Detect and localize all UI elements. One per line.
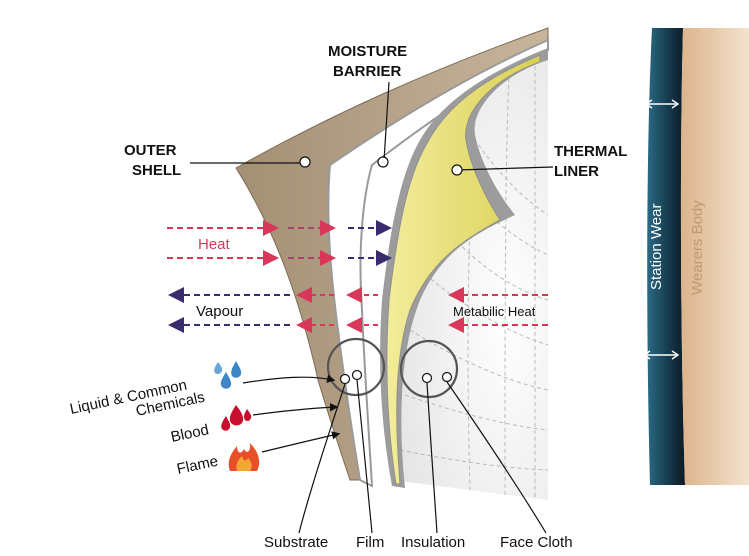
liquid-drops-icon <box>214 361 242 389</box>
metabolic-heat-label: Metabilic Heat <box>453 304 536 319</box>
flame-icon <box>228 443 260 471</box>
station-wear-gap-arrows <box>642 99 680 360</box>
flame-label: Flame <box>175 453 219 478</box>
blood-drops-icon <box>221 405 252 431</box>
vapour-label: Vapour <box>196 303 243 320</box>
barrier-detail-circle <box>326 337 386 397</box>
film-marker <box>351 369 363 381</box>
moisture-barrier-title-1: MOISTURE <box>328 43 407 60</box>
moisture-barrier-title-2: BARRIER <box>333 63 402 80</box>
insulation-label: Insulation <box>401 534 465 551</box>
outer-shell-title-2: SHELL <box>132 162 181 179</box>
face-cloth-label: Face Cloth <box>500 534 573 551</box>
station-wear-label: Station Wear <box>648 204 665 290</box>
component-leaders <box>298 379 547 534</box>
wearers-body-label: Wearers Body <box>689 200 706 295</box>
thermal-liner-title-2: LINER <box>554 163 599 180</box>
hazard-arrows <box>242 374 341 453</box>
vapour-arrows-mid <box>296 287 378 333</box>
face-cloth-marker <box>441 371 453 383</box>
thermal-liner-marker <box>451 164 463 176</box>
liner-detail-circle <box>399 339 459 399</box>
wearers-body-layer <box>680 28 749 485</box>
layer-callouts <box>190 81 554 171</box>
heat-label: Heat <box>198 236 231 253</box>
moisture-barrier-marker <box>377 156 389 168</box>
metabolic-heat-arrows <box>448 287 548 333</box>
insulation-marker <box>421 372 433 384</box>
outer-shell-title-1: OUTER <box>124 142 177 159</box>
substrate-marker <box>339 373 351 385</box>
station-wear-layer <box>647 28 685 485</box>
thermal-liner-layer <box>386 54 541 485</box>
heat-arrows <box>167 220 336 266</box>
substrate-label: Substrate <box>264 534 328 551</box>
heat-arrows-inner <box>348 220 392 266</box>
blood-label: Blood <box>169 421 210 446</box>
thermal-liner-title-1: THERMAL <box>554 143 627 160</box>
outer-shell-marker <box>299 156 311 168</box>
film-label: Film <box>356 534 384 551</box>
